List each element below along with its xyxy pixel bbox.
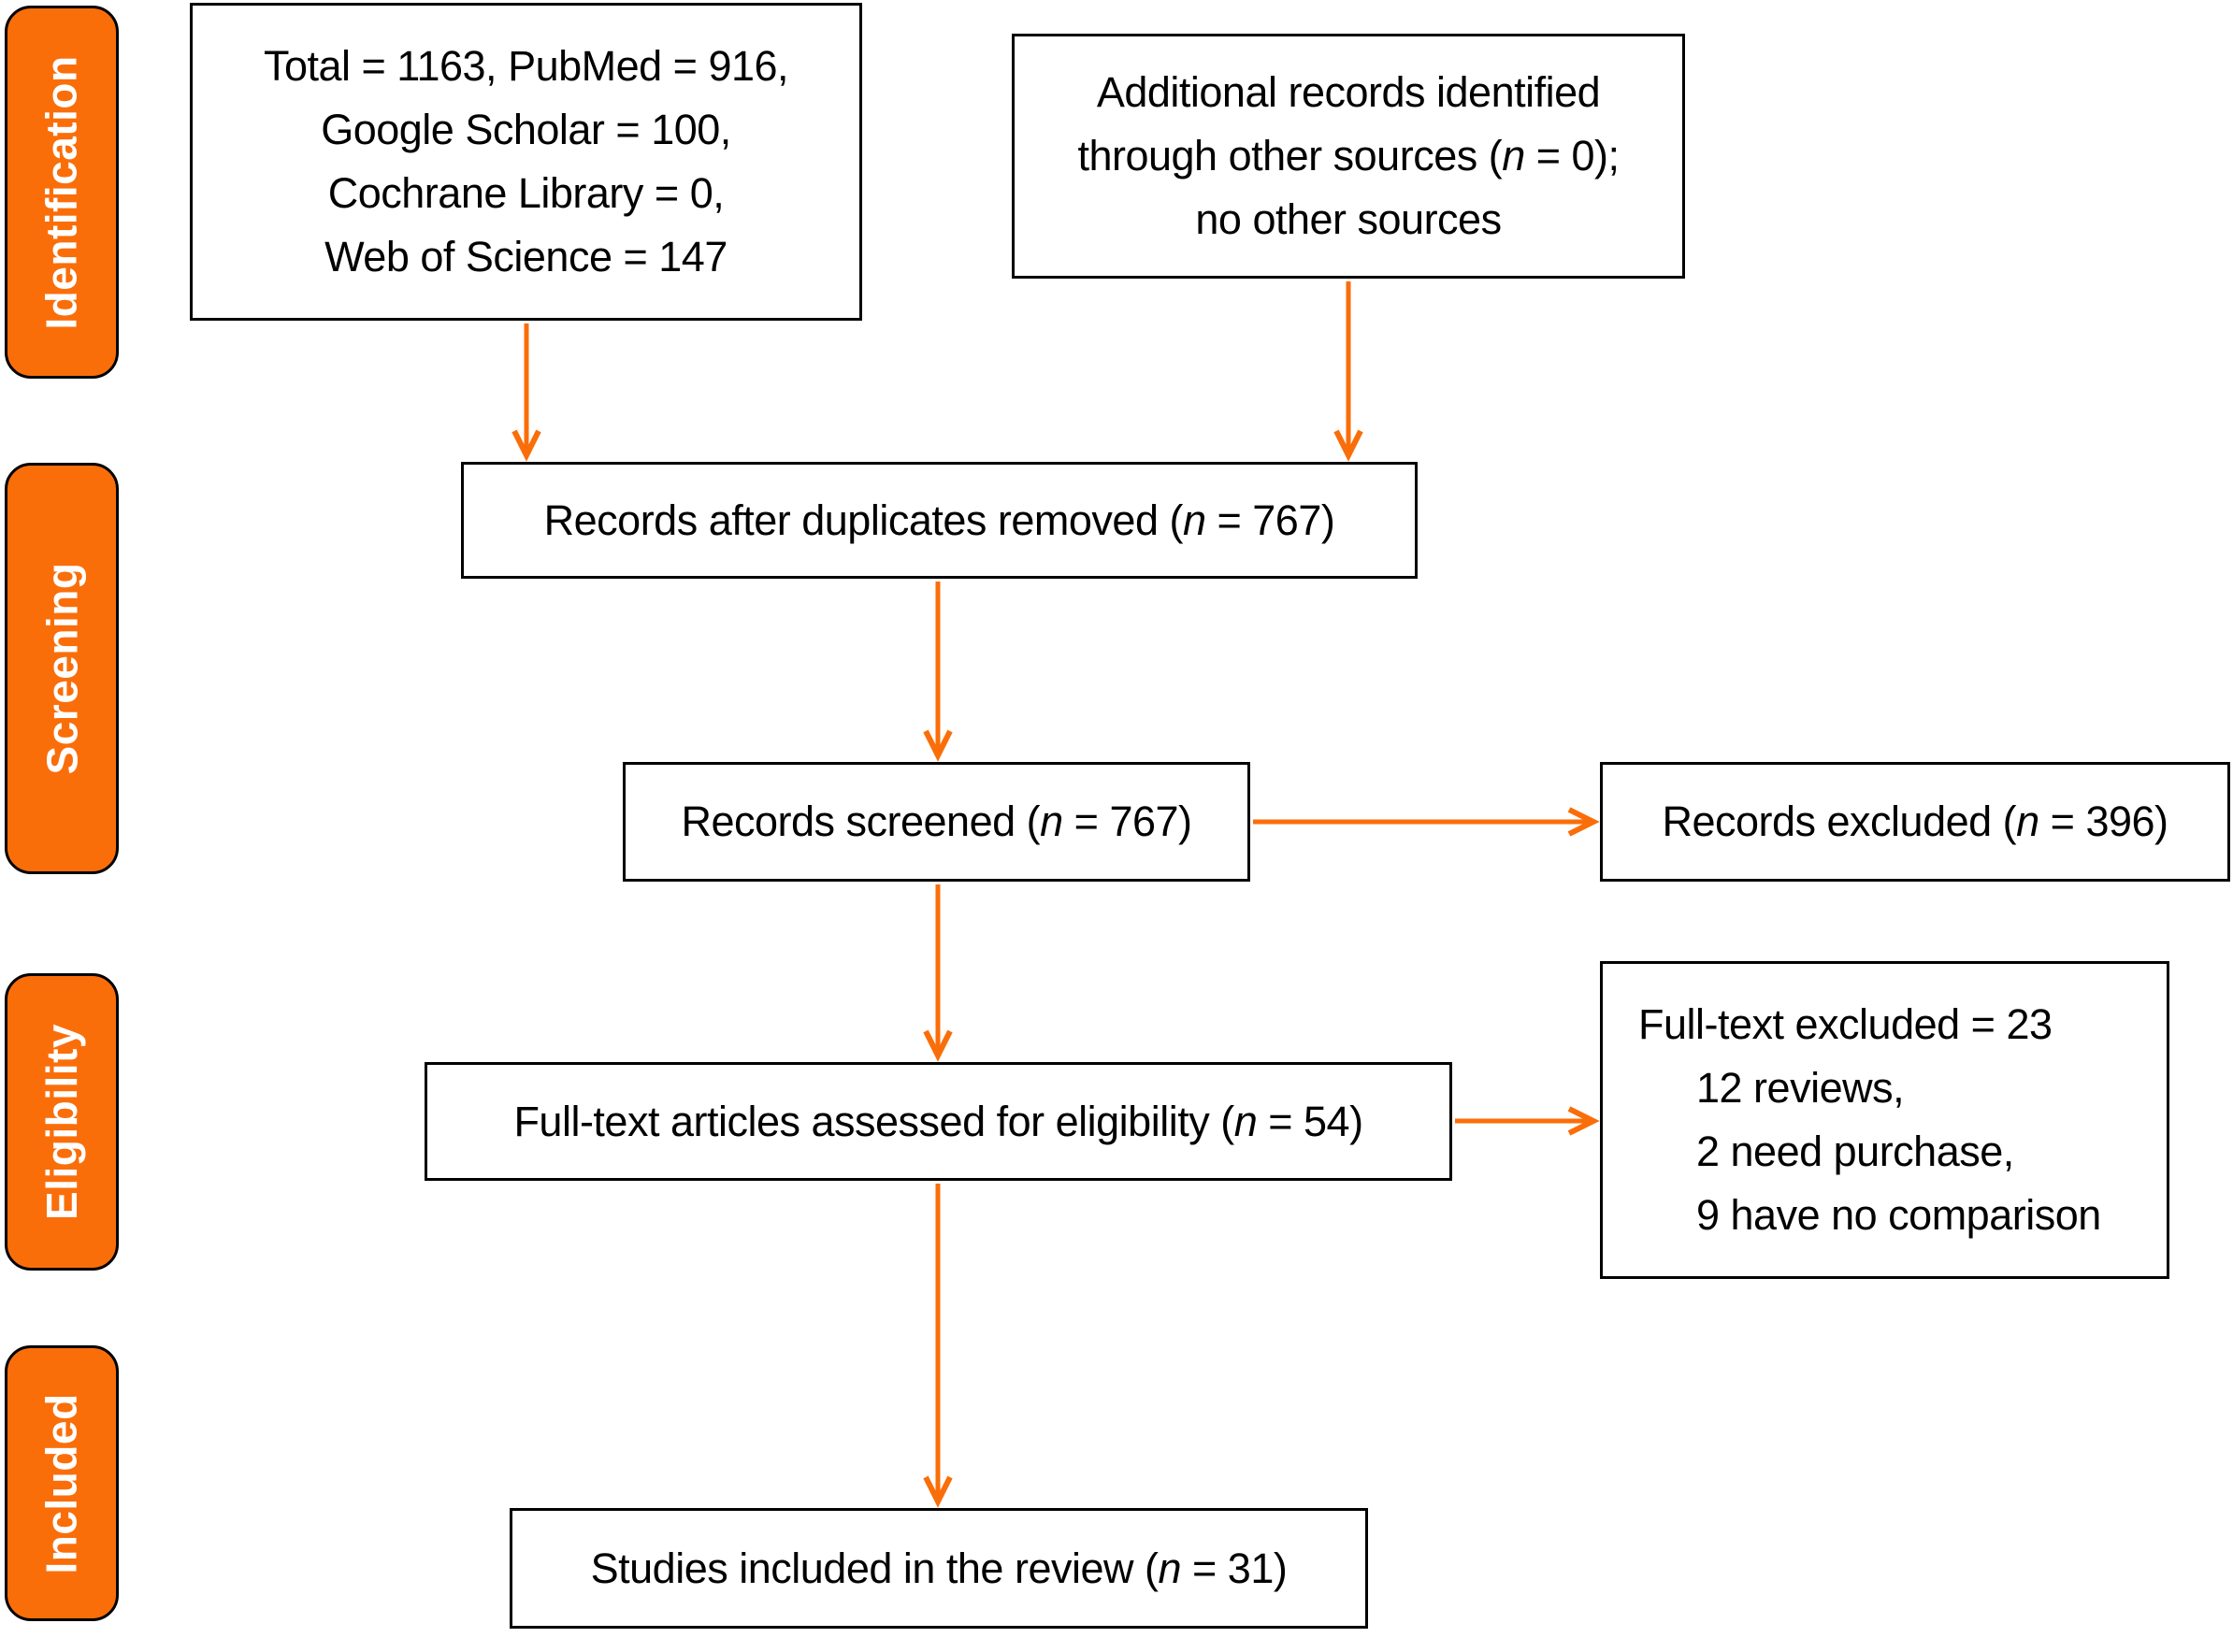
text-line: Total = 1163, PubMed = 916, <box>263 42 789 90</box>
text-line: Additional records identified <box>1096 68 1601 116</box>
text-line: 2 need purchase, <box>1696 1128 2014 1175</box>
text-line: Web of Science = 147 <box>324 233 728 280</box>
stage-label-text: Included <box>37 1392 86 1574</box>
records-after-duplicates-box: Records after duplicates removed (n = 76… <box>461 462 1418 579</box>
text-line: Cochrane Library = 0, <box>327 169 725 217</box>
stage-label-text: Eligibility <box>37 1024 86 1220</box>
text-line: no other sources <box>1195 195 1502 243</box>
stage-label-eligibility: Eligibility <box>5 973 119 1271</box>
stage-label-screening: Screening <box>5 463 119 874</box>
text-line: Records after duplicates removed (n = 76… <box>543 496 1335 544</box>
stage-label-included: Included <box>5 1345 119 1621</box>
text-line: 12 reviews, <box>1696 1064 1905 1112</box>
text-line: Records screened (n = 767) <box>681 797 1192 845</box>
fulltext-assessed-box: Full-text articles assessed for eligibil… <box>425 1062 1452 1181</box>
text-line: Full-text excluded = 23 <box>1638 1000 2053 1048</box>
text-line: 9 have no comparison <box>1696 1191 2101 1239</box>
text-line: Studies included in the review (n = 31) <box>590 1544 1288 1592</box>
records-excluded-box: Records excluded (n = 396) <box>1600 762 2230 882</box>
fulltext-excluded-box: Full-text excluded = 23 12 reviews, 2 need… <box>1600 961 2169 1279</box>
text-line: Records excluded (n = 396) <box>1662 797 2168 845</box>
records-screened-box: Records screened (n = 767) <box>623 762 1250 882</box>
text-line: through other sources (n = 0); <box>1077 132 1620 180</box>
studies-included-box: Studies included in the review (n = 31) <box>510 1508 1368 1629</box>
additional-records-box: Additional records identified through oth… <box>1012 34 1685 279</box>
stage-label-text: Identification <box>37 54 87 330</box>
text-line: Google Scholar = 100, <box>321 106 731 153</box>
stage-label-identification: Identification <box>5 6 119 379</box>
stage-label-text: Screening <box>37 562 87 775</box>
text-line: Full-text articles assessed for eligibil… <box>513 1097 1363 1145</box>
sources-box: Total = 1163, PubMed = 916, Google Schola… <box>190 3 862 321</box>
